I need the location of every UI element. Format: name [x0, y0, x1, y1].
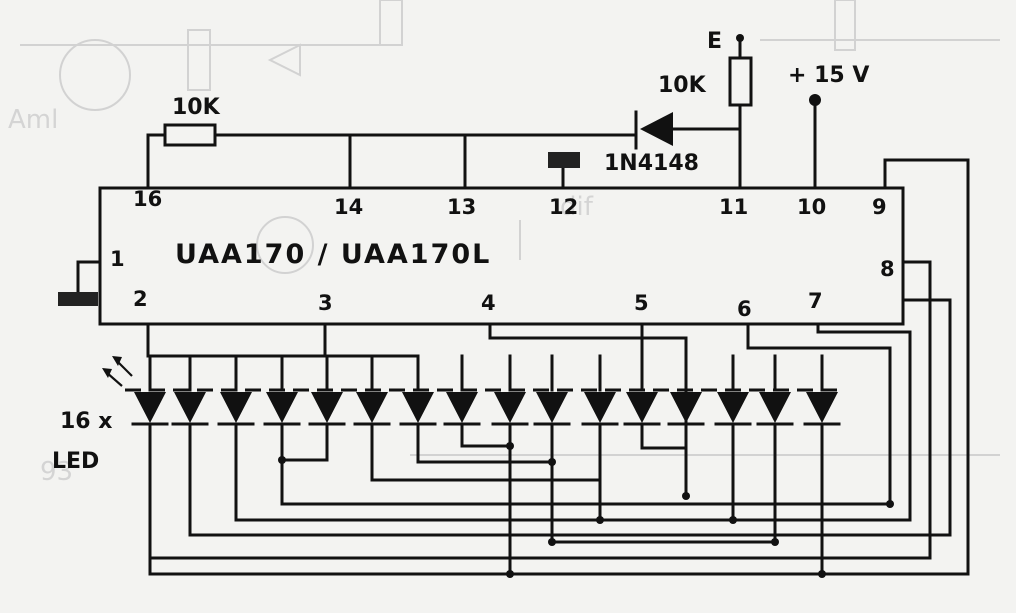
pin-3-label: 3 [318, 291, 333, 315]
ic-name: UAA170 / UAA170L [175, 239, 491, 270]
supply-label: + 15 V [788, 63, 869, 88]
top-network [146, 34, 970, 576]
resistor-10k-input [728, 56, 753, 107]
ic-pin-labels: 16 14 13 12 11 10 9 1 8 2 3 4 5 6 7 [110, 187, 895, 321]
pin-10-label: 10 [797, 195, 826, 219]
svg-text:dif: dif [560, 192, 594, 222]
led-array [131, 354, 841, 426]
led-6 [353, 354, 391, 426]
ground-pin12 [548, 152, 580, 168]
svg-text:Aml: Aml [8, 105, 58, 135]
led-14 [714, 354, 752, 426]
resistor-top-left-label: 10K [172, 95, 221, 120]
input-label: E [707, 29, 722, 54]
led-5 [308, 354, 346, 426]
diode-1n4148 [640, 112, 673, 146]
ground-pin1 [58, 260, 102, 306]
led-7 [399, 354, 437, 426]
led-type-label: LED [52, 449, 99, 474]
pin-13-label: 13 [447, 195, 476, 219]
background-bleed: Aml dif 93 [8, 0, 1000, 487]
pin-5-label: 5 [634, 291, 649, 315]
pin-8-label: 8 [880, 257, 895, 281]
pin-11-label: 11 [719, 195, 748, 219]
pin-6-label: 6 [737, 297, 752, 321]
pin-2-label: 2 [133, 287, 148, 311]
led-cathode-network [148, 298, 952, 578]
diode-label: 1N4148 [604, 151, 699, 176]
pin-9-label: 9 [872, 195, 887, 219]
pin-1-label: 1 [110, 247, 125, 271]
svg-text:93: 93 [40, 457, 73, 487]
led-light-arrows-icon [102, 356, 133, 387]
pin-8-wire [148, 260, 932, 560]
pin-12-label: 12 [549, 195, 578, 219]
resistor-input-label: 10K [658, 73, 707, 98]
resistor-10k-pin16 [163, 123, 217, 147]
supply-terminal [809, 94, 821, 106]
pin-4-label: 4 [481, 291, 496, 315]
pin-buses [146, 322, 912, 522]
ic-body [98, 186, 905, 326]
pin-16-label: 16 [133, 187, 162, 211]
led-13 [667, 354, 705, 426]
pin-14-label: 14 [334, 195, 363, 219]
led-count-label: 16 x [60, 409, 112, 434]
pin-7-label: 7 [808, 289, 823, 313]
